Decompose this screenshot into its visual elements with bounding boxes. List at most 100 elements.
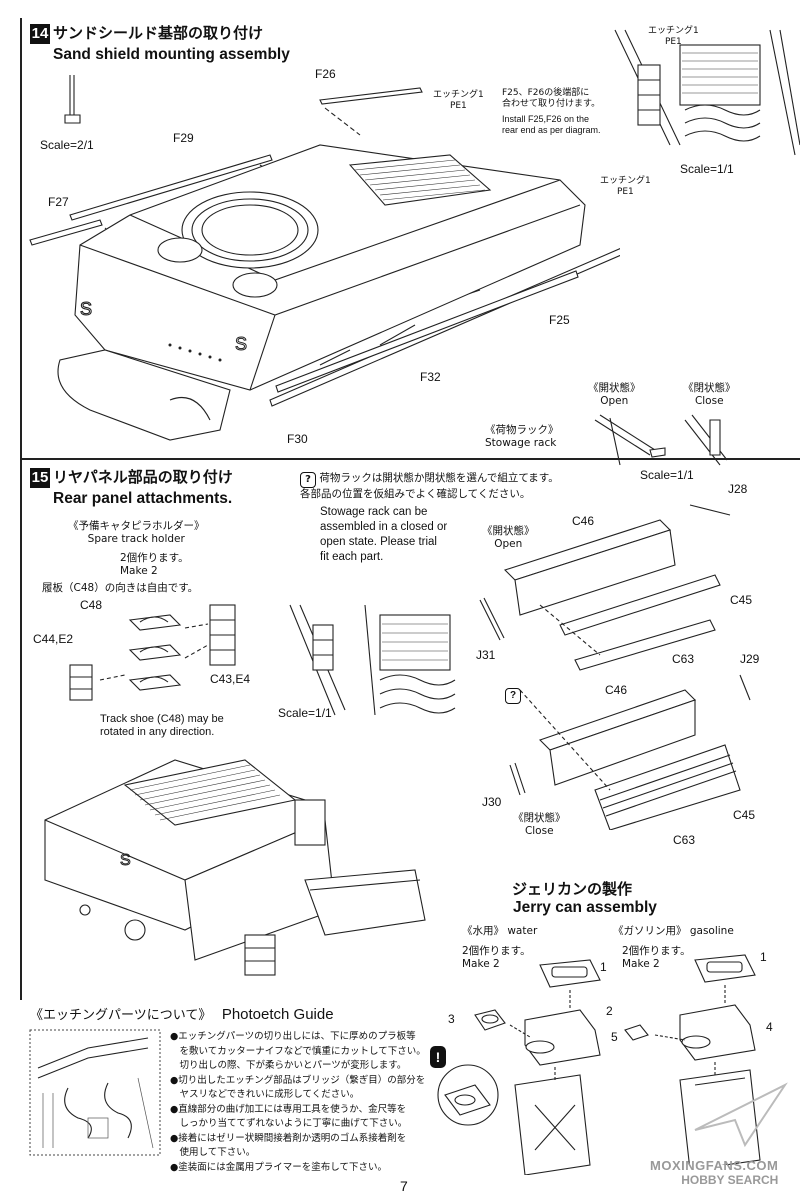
step14-part-f27: F27	[48, 195, 69, 209]
step14-part-f32: F32	[420, 370, 441, 384]
jerry-water-part-3: 3	[448, 1012, 455, 1026]
step14-part-f25: F25	[549, 313, 570, 327]
guide-item: ●接着にはゼリー状瞬間接着剤か透明のゴム系接着剤を	[170, 1132, 407, 1144]
step15-rack-note-en: Stowage rack can be assembled in a close…	[320, 506, 448, 563]
step15-make2: 2個作ります。Make 2	[120, 552, 189, 577]
question-icon-rack: ?	[505, 688, 521, 704]
step15-title-jp: リヤパネル部品の取り付け	[53, 468, 233, 486]
guide-header: 《エッチングパーツについて》 Photoetch Guide	[30, 1004, 334, 1024]
step14-rear-detail-inset	[614, 29, 800, 156]
guide-title-en: Photoetch Guide	[221, 1006, 334, 1023]
step15-part-c45b: C45	[733, 808, 756, 822]
guide-item: 使用して下さい。	[170, 1147, 256, 1158]
step14-title-jp: サンドシールド基部の取り付け	[53, 24, 264, 42]
svg-text:S: S	[235, 334, 247, 354]
step15-title-en: Rear panel attachments.	[53, 490, 233, 507]
guide-list: ●エッチングパーツの切り出しには、下に厚めのプラ板等 を敷いてカッターナイフなど…	[170, 1030, 426, 1175]
step14-part-f30: F30	[287, 432, 308, 446]
step15-shoe-note-jp: 履板（C48）の向きは自由です。	[42, 582, 199, 594]
step14-scale-left: Scale=2/1	[40, 138, 94, 152]
step15-part-j28: J28	[728, 482, 748, 496]
step15-rear-detail-inset	[289, 604, 456, 716]
step14-part-f29: F29	[173, 131, 194, 145]
step15-part-c63a: C63	[672, 652, 695, 666]
step14-close-label: 《閉状態》Close	[683, 382, 736, 407]
step14-scale-right: Scale=1/1	[680, 162, 734, 176]
guide-item: を敷いてカッターナイフなどで慎重にカットして下さい。	[170, 1045, 426, 1057]
jerry-water-illustration	[474, 959, 601, 1175]
step15-part-j31: J31	[476, 648, 496, 662]
guide-photoetch-illustration	[29, 1029, 161, 1156]
step14-part-f26: F26	[315, 67, 336, 81]
step14-rack-open-inset	[594, 414, 666, 466]
guide-item: ●塗装面には金属用プライマーを塗布して下さい。	[170, 1161, 388, 1173]
step14-rack-close-inset	[684, 414, 728, 466]
jerry-gas-label: 《ガソリン用》 gasoline	[613, 925, 734, 937]
guide-item: ●直線部分の曲げ加工には専用工具を使うか、金尺等を	[170, 1103, 407, 1115]
step15-part-c45a: C45	[730, 593, 753, 607]
step15-part-c46b: C46	[605, 683, 628, 697]
step14-rack-scale: Scale=1/1	[640, 468, 694, 482]
watermark-line2: HOBBY SEARCH	[681, 1173, 779, 1187]
jerry-title-en: Jerry can assembly	[513, 899, 657, 916]
step15-part-c43e4: C43,E4	[210, 672, 251, 686]
jerry-gas-illustration	[624, 954, 761, 1165]
svg-text:S: S	[120, 852, 131, 869]
step15-shoe-note-en: Track shoe (C48) may be rotated in any d…	[100, 713, 224, 738]
step15-close-label: 《閉状態》Close	[513, 812, 566, 837]
step15-part-j30: J30	[482, 795, 502, 809]
jerry-water-make2: 2個作ります。Make 2	[462, 945, 531, 970]
step14-scale-inset-left	[64, 75, 81, 124]
step15-rear-hull-illustration: S	[44, 759, 426, 976]
guide-title-jp: 《エッチングパーツについて》	[30, 1008, 212, 1023]
paper-plane-watermark-icon	[694, 1082, 788, 1148]
guide-item: ●エッチングパーツの切り出しには、下に厚めのプラ板等	[170, 1031, 416, 1042]
section-divider-vertical	[20, 18, 22, 458]
step15-part-c63b: C63	[673, 833, 696, 847]
jerry-water-part-1: 1	[600, 960, 607, 974]
step15-holder-title: 《予備キャタピラホルダー》Spare track holder	[68, 520, 205, 545]
warning-icon: !	[430, 1046, 446, 1068]
step15-part-j29: J29	[740, 652, 760, 666]
step14-hull-illustration: S S	[29, 87, 620, 441]
jerry-gas-make2: 2個作ります。Make 2	[622, 945, 691, 970]
step14-title-en: Sand shield mounting assembly	[53, 46, 290, 63]
jerry-water-part-5: 5	[611, 1030, 618, 1044]
svg-text:S: S	[80, 299, 92, 319]
watermark: MOXINGFANS.COM HOBBY SEARCH	[650, 1158, 778, 1187]
jerry-detail-circle	[437, 1064, 499, 1126]
page-number: 7	[400, 1178, 408, 1194]
step14-note-en: Install F25,F26 on the rear end as per d…	[502, 114, 601, 135]
jerry-gas-part-1: 1	[760, 950, 767, 964]
step15-open-label: 《開状態》Open	[482, 525, 535, 550]
step15-part-c44e2: C44,E2	[33, 632, 74, 646]
jerry-title-jp: ジェリカンの製作	[512, 880, 633, 898]
step14-note-jp: F25、F26の後端部に 合わせて取り付けます。	[502, 88, 601, 109]
question-icon: ?	[300, 472, 316, 488]
step14-rack-title: 《荷物ラック》Stowage rack	[485, 424, 559, 449]
step14-number: 14	[30, 23, 50, 44]
step15-track-holder-illustration	[69, 604, 236, 701]
watermark-line1: MOXINGFANS.COM	[650, 1158, 779, 1173]
step15-part-c48: C48	[80, 598, 103, 612]
step15-scale: Scale=1/1	[278, 706, 332, 720]
step14-open-label: 《開状態》Open	[588, 382, 641, 407]
guide-item: ヤスリなどできれいに成形してください。	[170, 1089, 360, 1100]
guide-item: ●切り出したエッチング部品はブリッジ（繋ぎ目）の部分を	[170, 1074, 426, 1086]
step15-rack-note-jp: ? 荷物ラックは開状態か閉状態を選んで組立てます。 各部品の位置を仮組みでよく確…	[300, 472, 559, 500]
jerry-gas-part-4: 4	[766, 1020, 773, 1034]
step15-part-c46a: C46	[572, 514, 595, 528]
guide-item: 切り出しの際、下が柔らかいとパーツが変形します。	[170, 1060, 407, 1071]
section-divider-horizontal	[20, 458, 800, 460]
step15-stowage-rack-illustration	[479, 504, 751, 830]
jerry-gas-part-2: 2	[606, 1004, 613, 1018]
jerry-water-label: 《水用》 water	[462, 925, 538, 937]
section-divider-vertical-2	[20, 460, 22, 1000]
step15-number: 15	[30, 467, 50, 488]
guide-item: しっかり当ててずれないように丁寧に曲げて下さい。	[170, 1118, 408, 1129]
